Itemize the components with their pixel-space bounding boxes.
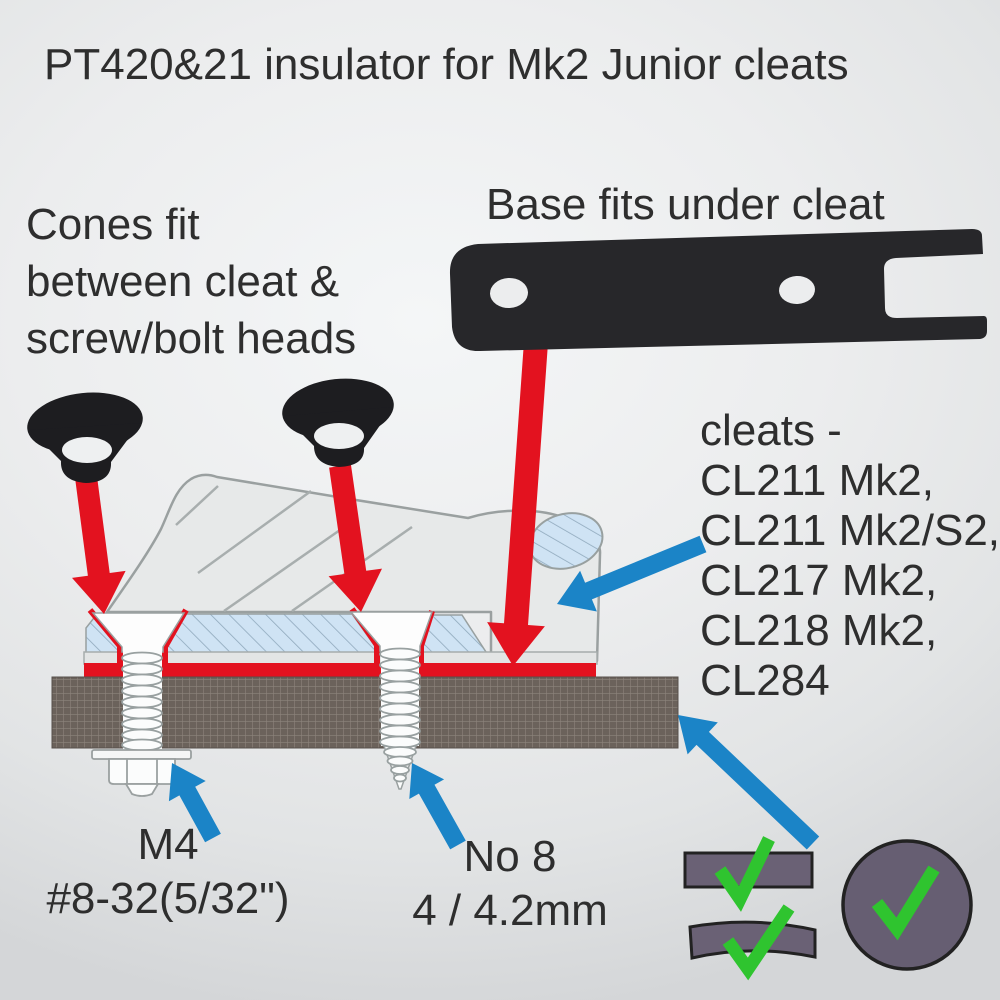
m4-washer [91, 749, 192, 760]
blue-arrow-to-board [678, 715, 820, 850]
red-arrow-right-cone [328, 464, 382, 612]
check-icon [871, 865, 940, 941]
m4-fastener-label: M4 #8-32(5/32") [46, 820, 290, 923]
red-arrows [72, 327, 549, 666]
curved-surface-shape [688, 920, 817, 960]
no8-screw [349, 611, 434, 790]
blue-arrow-to-no8 [409, 763, 466, 850]
blue-arrow-to-cleat [557, 535, 707, 612]
no8-fastener-label: No 8 4 / 4.2mm [412, 832, 608, 935]
red-arrow-base-plate [487, 327, 549, 666]
base-plate-hole-left [490, 277, 528, 309]
insulator-strip [84, 663, 596, 678]
cone-hole-left [62, 437, 112, 463]
base-plate-hole-right [779, 275, 815, 305]
check-icon [714, 836, 775, 912]
m4-nut [108, 758, 176, 785]
blue-arrows [168, 535, 820, 850]
check-icon [722, 904, 795, 981]
page-title: PT420&21 insulator for Mk2 Junior cleats [44, 40, 849, 89]
compatible-cleats-list: cleats - CL211 Mk2, CL211 Mk2/S2, CL217 … [700, 406, 1000, 705]
blue-arrow-to-m4 [168, 763, 221, 843]
surface-compatibility [683, 836, 973, 981]
m4-bolt-tip [124, 783, 160, 797]
m4-bolt [91, 612, 192, 797]
base-plate [449, 229, 987, 352]
red-arrow-left-cone [72, 475, 126, 614]
cone-hole-right [314, 423, 364, 449]
cone-washer-right [282, 378, 394, 467]
cones-annotation: Cones fit between cleat & screw/bolt hea… [26, 200, 357, 363]
base-annotation: Base fits under cleat [486, 180, 885, 229]
cone-washer-left [27, 392, 143, 483]
